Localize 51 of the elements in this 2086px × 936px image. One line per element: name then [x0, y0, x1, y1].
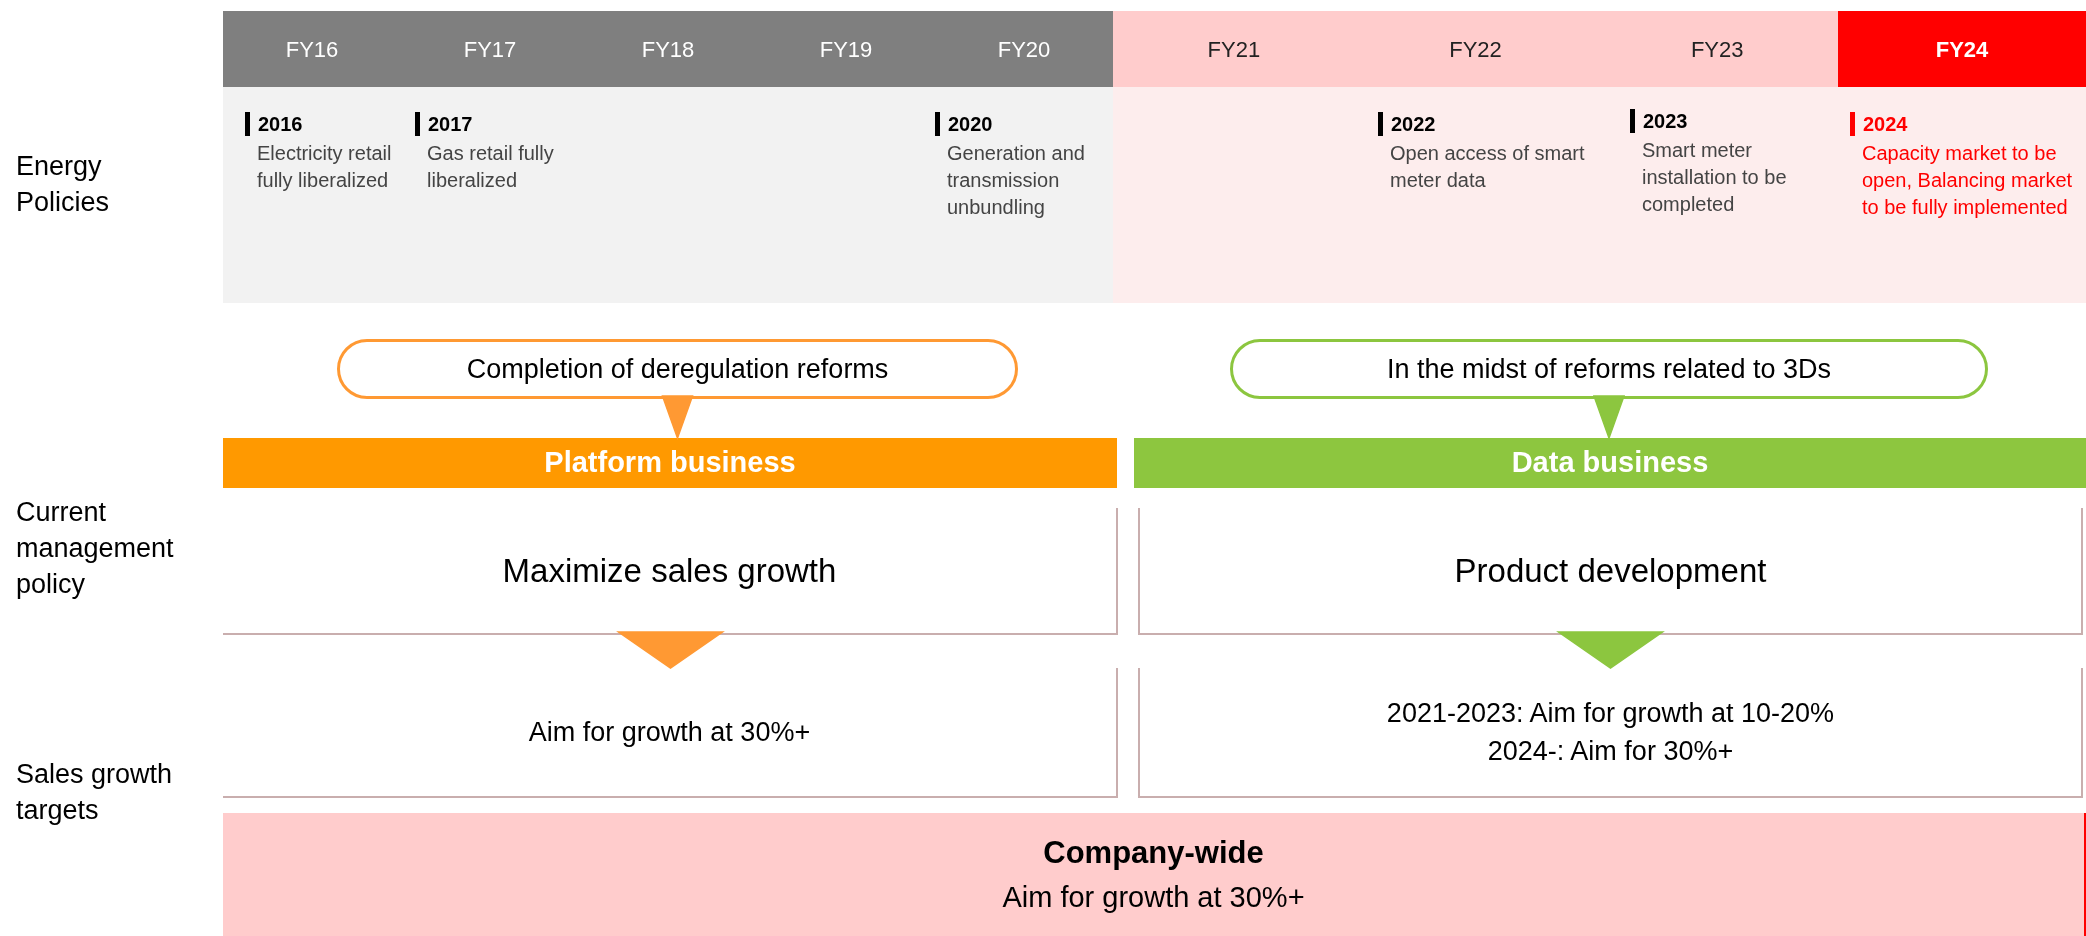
bar-title: Platform business — [544, 445, 796, 481]
company-target-panel — [223, 813, 2086, 936]
policy-text: Product development — [1454, 550, 1767, 591]
target-box — [1138, 668, 2083, 798]
policy-text: Electricity retail fully liberalized — [256, 141, 393, 193]
year-label: FY16 — [285, 35, 339, 64]
callout-bubble — [337, 339, 1018, 399]
policy-panel — [223, 87, 1113, 303]
panel-title: Company-wide — [1043, 833, 1264, 872]
year-header-band — [223, 11, 1113, 87]
year-label: FY17 — [463, 35, 517, 64]
bar-title: Data business — [1511, 445, 1709, 481]
business-bar — [223, 438, 1117, 488]
target-text: Aim for growth at 30%+ — [1002, 880, 1305, 915]
callout-text: Completion of deregulation reforms — [466, 352, 889, 386]
policy-panel — [1113, 87, 2086, 303]
year-heading: 2017 — [415, 112, 473, 136]
policy-text: Open access of smart meter data — [1389, 141, 1586, 193]
target-text: 2024-: Aim for 30%+ — [1487, 735, 1734, 768]
policy-box — [1138, 508, 2083, 635]
policy-text: Maximize sales growth — [502, 550, 837, 591]
year-heading: 2022 — [1378, 112, 1436, 136]
year-heading: 2023 — [1630, 109, 1688, 133]
year-header-band — [1838, 11, 2086, 87]
year-label: FY20 — [997, 35, 1051, 64]
arrow — [661, 395, 694, 441]
year-label: FY21 — [1207, 35, 1261, 64]
year-label: FY23 — [1690, 35, 1744, 64]
callout-bubble — [1230, 339, 1988, 399]
year-label: FY24 — [1935, 35, 1989, 64]
row-label: Sales growth targets — [16, 758, 174, 827]
policy-text: Smart meter installation to be completed — [1641, 138, 1788, 217]
year-label: FY22 — [1449, 35, 1502, 64]
row-label: Current management policy — [16, 496, 175, 601]
policy-text: Capacity market to be open, Balancing market to be fully implemented — [1861, 141, 2074, 220]
business-bar — [1134, 438, 2086, 488]
arrow — [1556, 631, 1665, 669]
year-header-band — [1113, 11, 1838, 87]
row-label: Energy Policies — [16, 150, 111, 219]
target-text: Aim for growth at 30%+ — [528, 715, 811, 749]
policy-text: Gas retail fully liberalized — [426, 141, 555, 193]
year-heading: 2024 — [1850, 112, 1908, 136]
year-heading: 2016 — [245, 112, 303, 136]
callout-text: In the midst of reforms related to 3Ds — [1386, 352, 1832, 386]
year-label: FY18 — [641, 35, 695, 64]
policy-text: Generation and transmission unbundling — [946, 141, 1086, 220]
year-heading: 2020 — [935, 112, 993, 136]
arrow — [1592, 395, 1626, 441]
year-label: FY19 — [819, 35, 873, 64]
arrow — [616, 631, 725, 669]
target-text: 2021-2023: Aim for growth at 10-20% — [1386, 697, 1835, 730]
